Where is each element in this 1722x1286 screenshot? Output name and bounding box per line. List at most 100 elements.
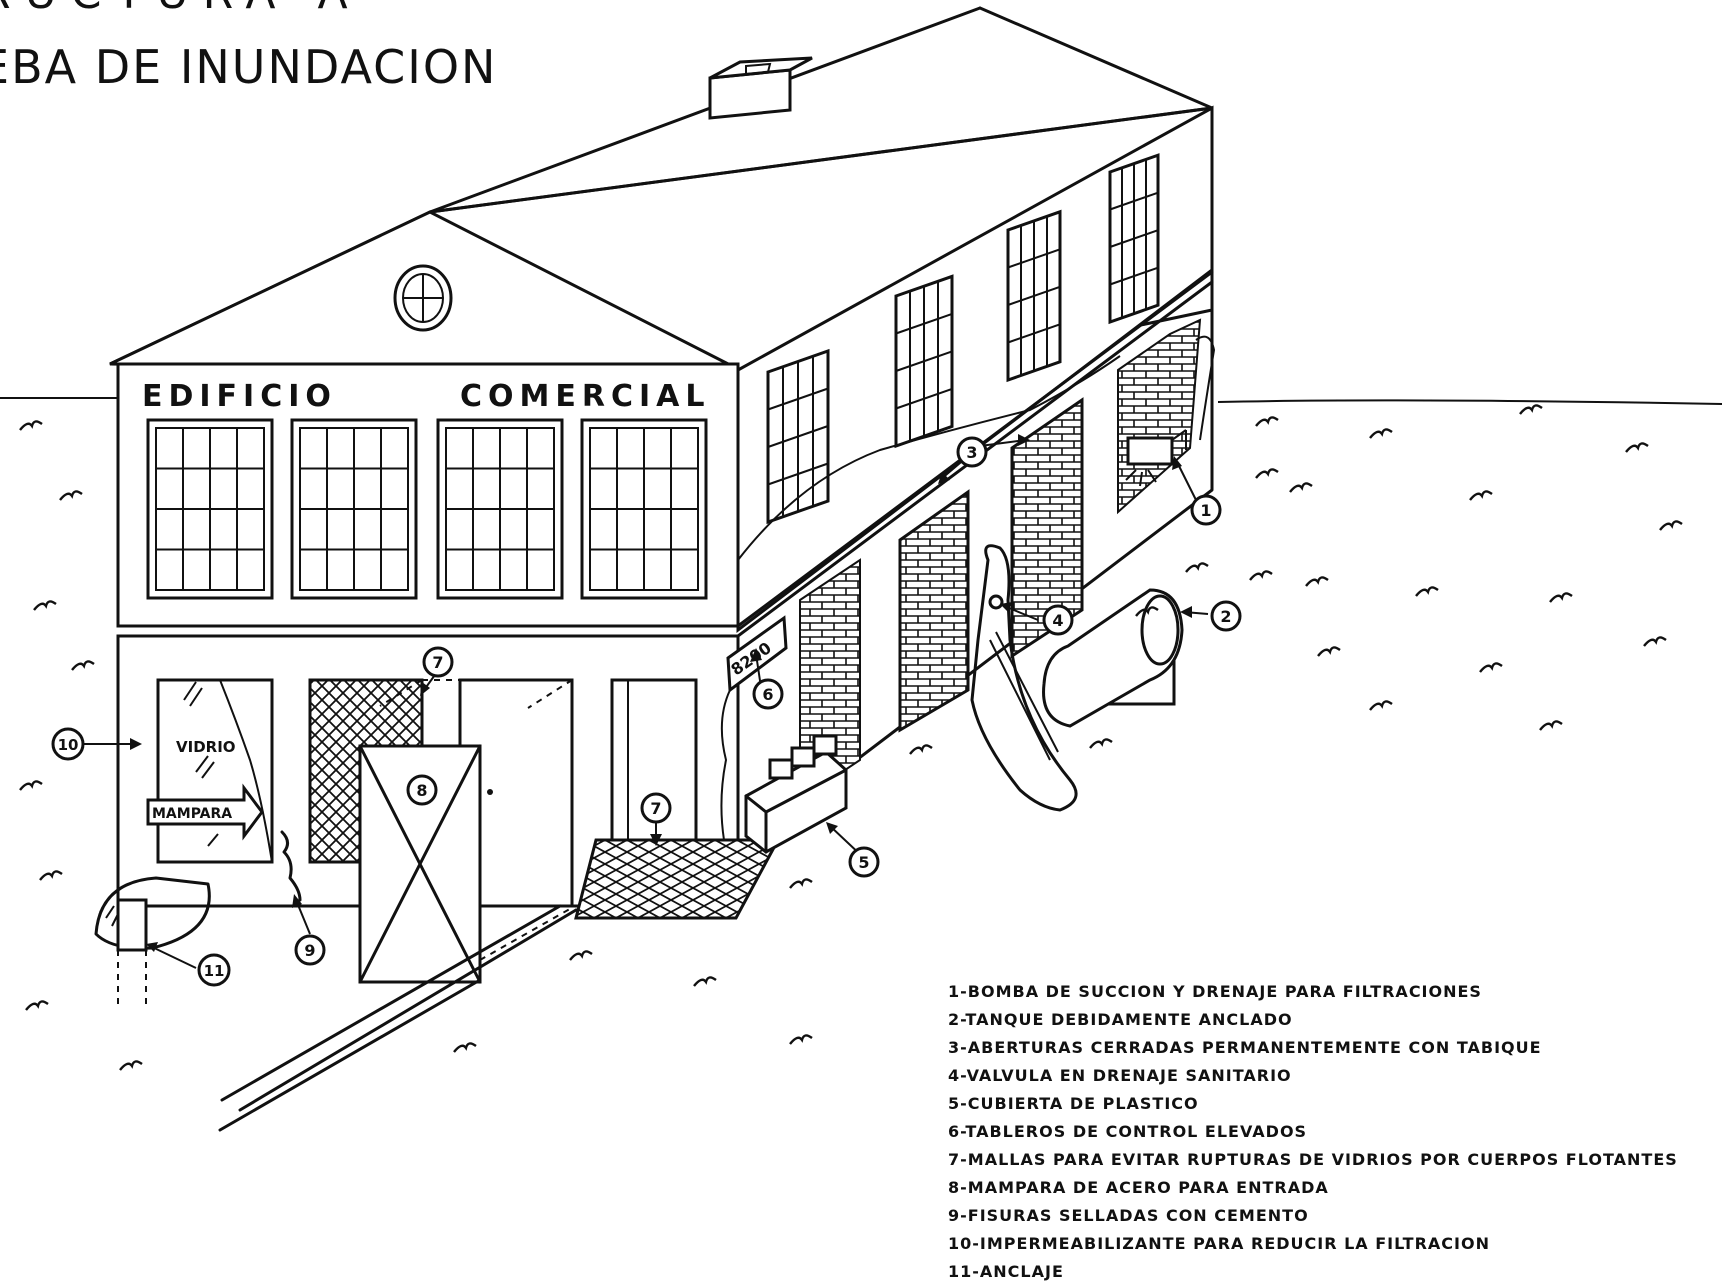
callout-8: 8 bbox=[406, 774, 438, 806]
grass-tuft bbox=[1255, 468, 1279, 479]
grass-tuft bbox=[693, 976, 717, 987]
sign-left: EDIFICIO bbox=[142, 379, 337, 414]
screen-arrow bbox=[146, 783, 264, 841]
front-windows bbox=[146, 418, 708, 600]
callout-6: 6 bbox=[752, 678, 784, 710]
legend-item: 4-VALVULA EN DRENAJE SANITARIO bbox=[948, 1066, 1292, 1085]
floor-mesh bbox=[574, 838, 781, 920]
grass-tuft bbox=[1519, 404, 1543, 415]
grass-tuft bbox=[1469, 490, 1493, 501]
svg-text:6: 6 bbox=[762, 685, 773, 704]
walkway bbox=[218, 904, 578, 1132]
side-windows bbox=[766, 153, 1160, 525]
front-window bbox=[146, 418, 274, 600]
grass-tuft bbox=[39, 870, 63, 881]
side-window bbox=[1006, 209, 1062, 383]
legend-item: 8-MAMPARA DE ACERO PARA ENTRADA bbox=[948, 1178, 1329, 1197]
legend-item: 3-ABERTURAS CERRADAS PERMANENTEMENTE CON… bbox=[948, 1038, 1542, 1057]
callout-11: 11 bbox=[197, 953, 231, 987]
front-window bbox=[290, 418, 418, 600]
svg-text:10: 10 bbox=[58, 736, 79, 754]
front-window bbox=[436, 418, 564, 600]
legend-item: 5-CUBIERTA DE PLASTICO bbox=[948, 1094, 1199, 1113]
title-main: EBA DE INUNDACION bbox=[0, 40, 498, 94]
svg-text:8: 8 bbox=[416, 781, 427, 800]
grass-tuft bbox=[1643, 636, 1667, 647]
bricked-openings bbox=[737, 318, 1202, 802]
grass-tuft bbox=[1289, 482, 1313, 493]
grass-marks bbox=[19, 404, 1683, 1071]
legend-item: 1-BOMBA DE SUCCION Y DRENAJE PARA FILTRA… bbox=[948, 982, 1482, 1001]
tank bbox=[1042, 588, 1184, 728]
legend-item: 9-FISURAS SELLADAS CON CEMENTO bbox=[948, 1206, 1309, 1225]
svg-text:7: 7 bbox=[432, 653, 443, 672]
callout-10: 10 bbox=[51, 727, 85, 761]
svg-text:1: 1 bbox=[1200, 501, 1211, 520]
grass-tuft bbox=[19, 780, 43, 791]
window-glass-label: VIDRIO bbox=[176, 738, 236, 756]
grass-tuft bbox=[1659, 520, 1683, 531]
callout-7-window: 7 bbox=[422, 646, 454, 678]
pump bbox=[1125, 335, 1216, 487]
glass-window bbox=[156, 678, 274, 864]
grass-tuft bbox=[789, 878, 813, 889]
callout-1: 1 bbox=[1190, 494, 1222, 526]
side-facade bbox=[736, 105, 1214, 852]
grass-tuft bbox=[1305, 576, 1329, 587]
round-window-icon bbox=[393, 264, 453, 332]
grass-tuft bbox=[1539, 720, 1563, 731]
grass-tuft bbox=[569, 950, 593, 961]
grass-tuft bbox=[909, 744, 933, 755]
grass-tuft bbox=[33, 600, 57, 611]
grass-tuft bbox=[1549, 592, 1573, 603]
callout-3: 3 bbox=[956, 436, 988, 468]
grass-tuft bbox=[789, 1034, 813, 1045]
callout-5: 5 bbox=[848, 846, 880, 878]
side-window bbox=[894, 274, 954, 449]
grass-tuft bbox=[1369, 700, 1393, 711]
svg-text:7: 7 bbox=[650, 799, 661, 818]
grass-tuft bbox=[1369, 428, 1393, 439]
legend-item: 10-IMPERMEABILIZANTE PARA REDUCIR LA FIL… bbox=[948, 1234, 1490, 1253]
sign-right: COMERCIAL bbox=[460, 379, 710, 414]
grass-tuft bbox=[25, 1000, 49, 1011]
svg-text:2: 2 bbox=[1220, 607, 1231, 626]
grass-tuft bbox=[1249, 570, 1273, 581]
grass-tuft bbox=[1317, 646, 1341, 657]
grass-tuft bbox=[453, 1042, 477, 1053]
svg-text:9: 9 bbox=[304, 941, 315, 960]
legend-item: 7-MALLAS PARA EVITAR RUPTURAS DE VIDRIOS… bbox=[948, 1150, 1678, 1169]
grass-tuft bbox=[19, 420, 43, 431]
svg-text:5: 5 bbox=[858, 853, 869, 872]
legend: 1-BOMBA DE SUCCION Y DRENAJE PARA FILTRA… bbox=[948, 978, 1708, 1286]
title-top: RUCTURA A bbox=[0, 0, 362, 19]
side-window bbox=[1108, 153, 1160, 325]
svg-text:4: 4 bbox=[1052, 611, 1063, 630]
grass-tuft bbox=[1135, 606, 1159, 617]
plastic-cover bbox=[744, 734, 848, 854]
svg-text:11: 11 bbox=[204, 962, 225, 980]
legend-item: 6-TABLEROS DE CONTROL ELEVADOS bbox=[948, 1122, 1308, 1141]
grass-tuft bbox=[119, 1060, 143, 1071]
svg-text:3: 3 bbox=[966, 443, 977, 462]
screen-label: MAMPARA bbox=[152, 806, 232, 822]
grass-tuft bbox=[1255, 416, 1279, 427]
callout-2: 2 bbox=[1210, 600, 1242, 632]
grass-tuft bbox=[59, 490, 83, 501]
grass-tuft bbox=[1415, 586, 1439, 597]
grass-tuft bbox=[1479, 662, 1503, 673]
side-window bbox=[766, 348, 830, 525]
anchor bbox=[94, 876, 211, 1010]
grass-tuft bbox=[1625, 442, 1649, 453]
horizon-right bbox=[1217, 399, 1722, 405]
sealed-crack bbox=[280, 830, 302, 902]
callout-7-floor: 7 bbox=[640, 792, 672, 824]
drain-valve bbox=[970, 544, 1078, 812]
grass-tuft bbox=[1089, 738, 1113, 749]
callout-4: 4 bbox=[1042, 604, 1074, 636]
legend-item: 11-ANCLAJE bbox=[948, 1262, 1064, 1281]
grass-tuft bbox=[1185, 562, 1209, 573]
front-window bbox=[580, 418, 708, 600]
grass-tuft bbox=[71, 660, 95, 671]
